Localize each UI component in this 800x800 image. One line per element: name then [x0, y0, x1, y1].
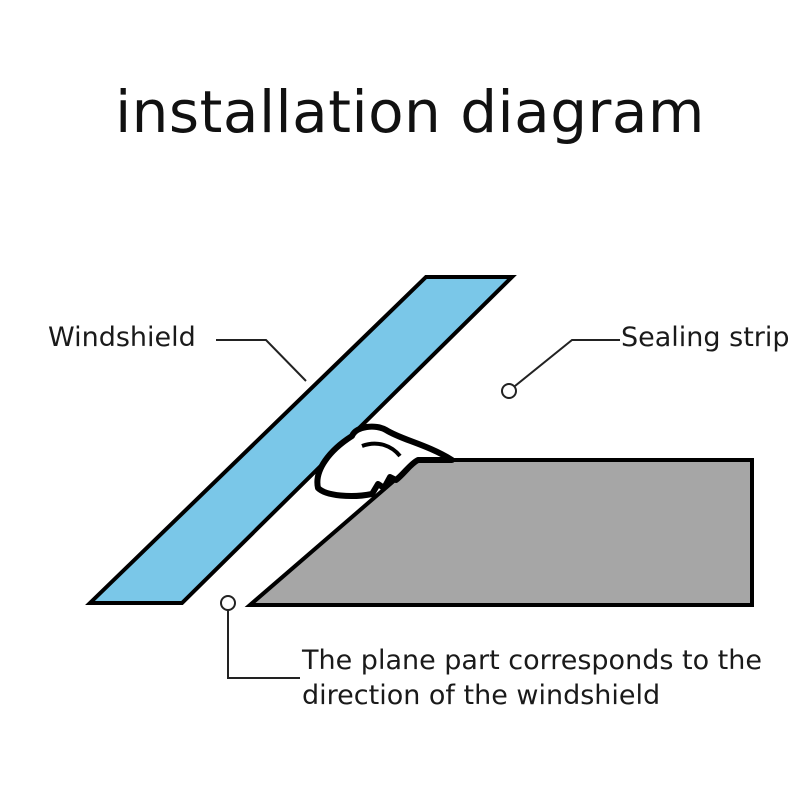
sealing-strip-callout-dot	[501, 383, 517, 399]
sealing-strip-inner-lip	[361, 441, 402, 458]
plane-part-label-line-1: The plane part corresponds to the	[302, 645, 762, 676]
sealing-strip-profile	[314, 423, 455, 499]
plane-part-label-line-2: direction of the windshield	[302, 679, 661, 711]
plane-part-leader-line	[227, 610, 300, 679]
plane-part-callout-dot	[220, 595, 236, 611]
windshield-label: Windshield	[48, 322, 196, 353]
car-body-panel	[244, 458, 754, 607]
sealing-strip-label: Sealing strip	[621, 322, 790, 353]
plane-part-label: The plane part corresponds to the direct…	[302, 644, 762, 713]
page-title: installation diagram	[115, 78, 705, 146]
windshield-leader-line	[216, 339, 307, 382]
windshield-glass	[85, 275, 517, 605]
sealing-strip-leader-line	[514, 339, 620, 387]
